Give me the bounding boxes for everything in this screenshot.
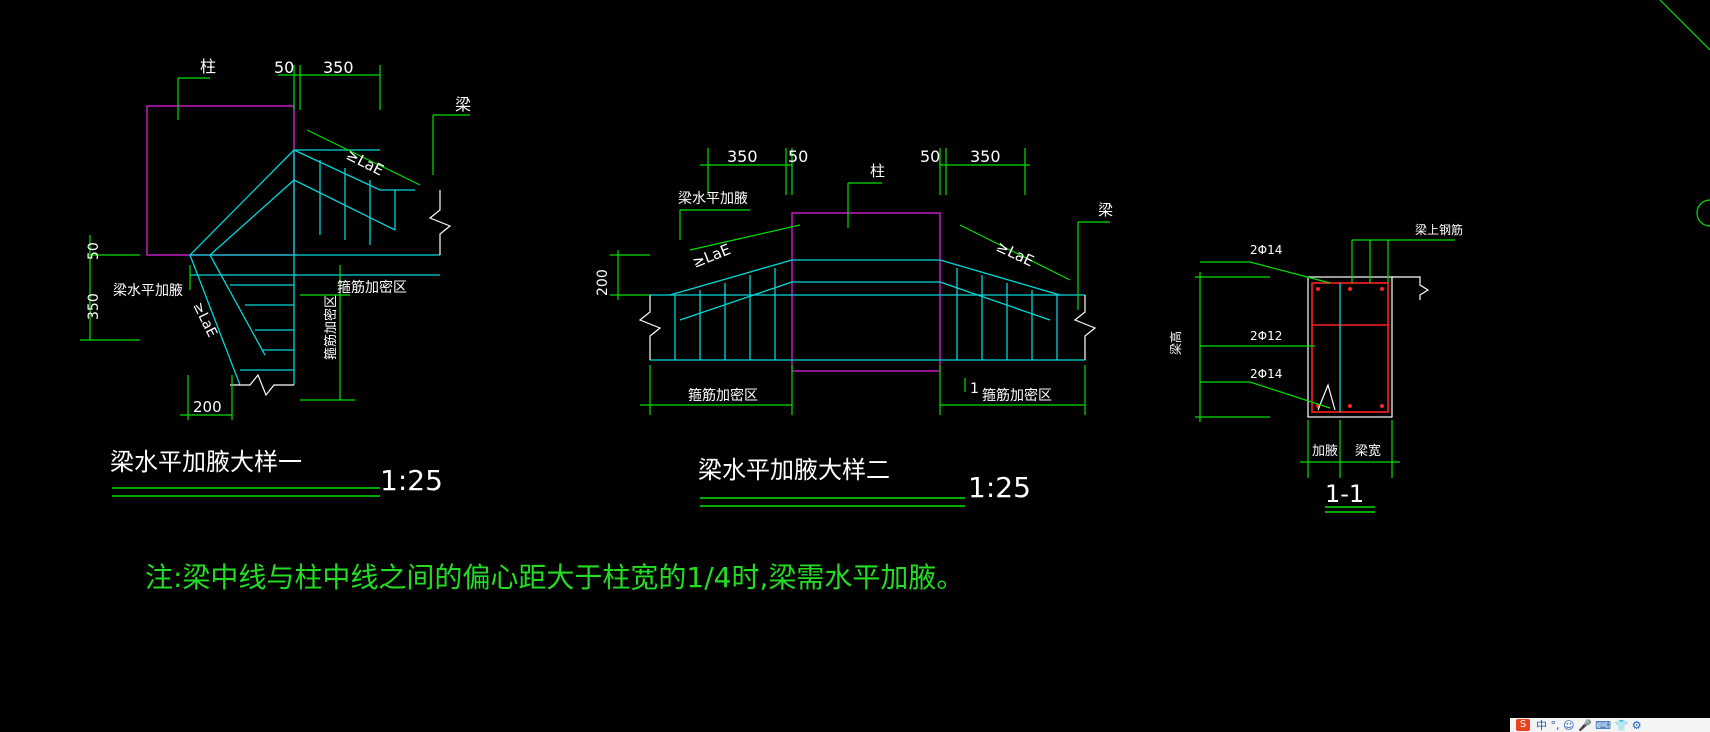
section-1-1: 梁上钢筋 2Φ14 2Φ12 2Φ14 梁高 加腋 梁宽 1-1 [1168,222,1463,513]
section-bar-top-label: 2Φ14 [1250,243,1282,257]
detail2-section-mark: 1 [970,381,979,397]
section-top-bar-label: 梁上钢筋 [1415,222,1463,237]
detail2-haunch-left-outer [669,259,793,296]
detail2-break-left [638,295,662,360]
detail1-column-label: 柱 [200,57,216,76]
edge-diagonal [1659,0,1710,51]
detail2-haunch-left-inner [679,281,793,321]
detail2-haunch-label: 梁水平加腋 [678,191,748,207]
section-beam-width-label: 梁宽 [1355,443,1381,459]
ime-status[interactable]: 中 °, ☺ 🎤 ⌨ 👕 ⚙ [1536,719,1642,732]
detail1-stirrup-zone-vertical-label: 箍筋加密区 [323,295,339,360]
detail2-scale: 1:25 [968,471,1031,504]
edge-arc-right [1696,199,1710,227]
detail2-haunch-right-outer [939,259,1061,296]
detail2-dim-50-right: 50 [920,147,940,166]
detail2-dim-200: 200 [595,269,611,296]
section-dimension-lines [1195,239,1455,478]
detail2-dim-50-left: 50 [788,147,808,166]
detail1-dim-350: 350 [323,58,354,77]
detail1-column [146,105,295,256]
detail2-dim-350-left: 350 [727,147,758,166]
detail1-haunch-label: 梁水平加腋 [113,283,183,299]
detail2-dimension-lines [610,148,1110,415]
section-title: 1-1 [1325,480,1364,508]
detail-1: 柱 50 350 梁 ≥LaE 50 350 梁水平加腋 ≥LaE 200 箍筋… [80,57,471,497]
detail-2: 350 50 50 350 柱 梁 梁水平加腋 ≥LaE ≥LaE 200 箍筋… [595,147,1113,507]
section-outline [1307,276,1393,418]
detail2-stirrups [674,268,1058,360]
section-beam-height-label: 梁高 [1168,331,1183,355]
detail1-break-bottom [230,373,294,397]
detail2-dim-350-right: 350 [970,147,1001,166]
detail2-column [791,212,941,372]
detail1-stirrup-zone-label: 箍筋加密区 [337,279,407,296]
detail1-title: 梁水平加腋大样一 [110,448,302,476]
detail1-break-right [428,190,452,255]
note-text: 注:梁中线与柱中线之间的偏心距大于柱宽的1/4时,梁需水平加腋。 [145,561,964,594]
detail1-dim-50: 50 [274,58,294,77]
detail2-title: 梁水平加腋大样二 [698,456,890,484]
sogou-logo-icon[interactable]: S [1516,719,1530,731]
detail1-dim-v350: 350 [86,293,102,320]
detail1-haunch-side-outer [189,149,295,386]
detail1-haunch-top [293,149,415,191]
detail2-lae-right-label: ≥LaE [993,237,1037,270]
detail1-beam-label: 梁 [455,95,471,114]
ime-toolbar[interactable]: S 中 °, ☺ 🎤 ⌨ 👕 ⚙ [1510,718,1710,732]
detail2-break-right [1073,295,1097,360]
section-bar-mid-label: 2Φ12 [1250,329,1282,343]
detail2-stirrup-left-label: 箍筋加密区 [688,387,758,404]
section-rebar-dots [1316,287,1384,408]
section-bar-bot-label: 2Φ14 [1250,367,1282,381]
detail1-dimension-lines [80,65,470,420]
detail1-scale: 1:25 [380,464,443,497]
section-stirrup [1311,282,1389,413]
detail1-dim-200: 200 [193,398,222,416]
section-haunch-label: 加腋 [1312,444,1338,459]
detail2-stirrup-right-label: 箍筋加密区 [982,387,1052,404]
detail1-dim-v50: 50 [86,242,102,260]
section-haunch-mark [1317,383,1336,411]
detail2-beam-label: 梁 [1098,201,1113,219]
detail1-haunch-side-inner [209,179,295,356]
detail2-column-label: 柱 [870,162,885,180]
detail1-stirrups [230,160,396,371]
section-break [1392,276,1430,300]
